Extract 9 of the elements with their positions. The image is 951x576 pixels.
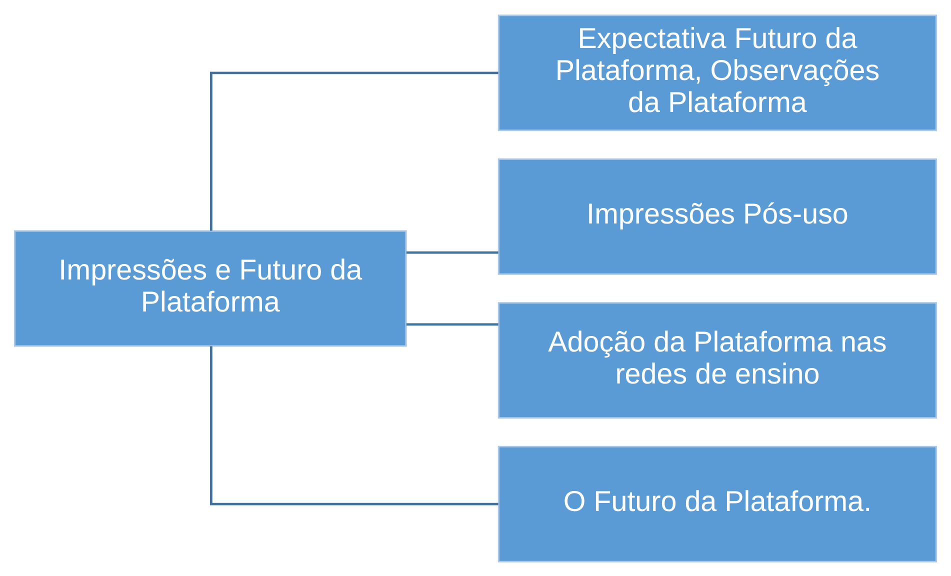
node-box: Adoção da Plataforma nas redes de ensino: [498, 302, 938, 418]
connector: [406, 322, 498, 326]
node-box: Expectativa Futuro da Plataforma, Observações da Plataforma: [498, 14, 938, 131]
connector: [210, 71, 498, 230]
node-box: Impressões e Futuro da Plataforma: [14, 230, 407, 346]
connector: [210, 346, 498, 505]
node-box: O Futuro da Plataforma.: [498, 445, 938, 562]
node-box: Impressões Pós-uso: [498, 158, 938, 274]
connector: [406, 250, 498, 254]
